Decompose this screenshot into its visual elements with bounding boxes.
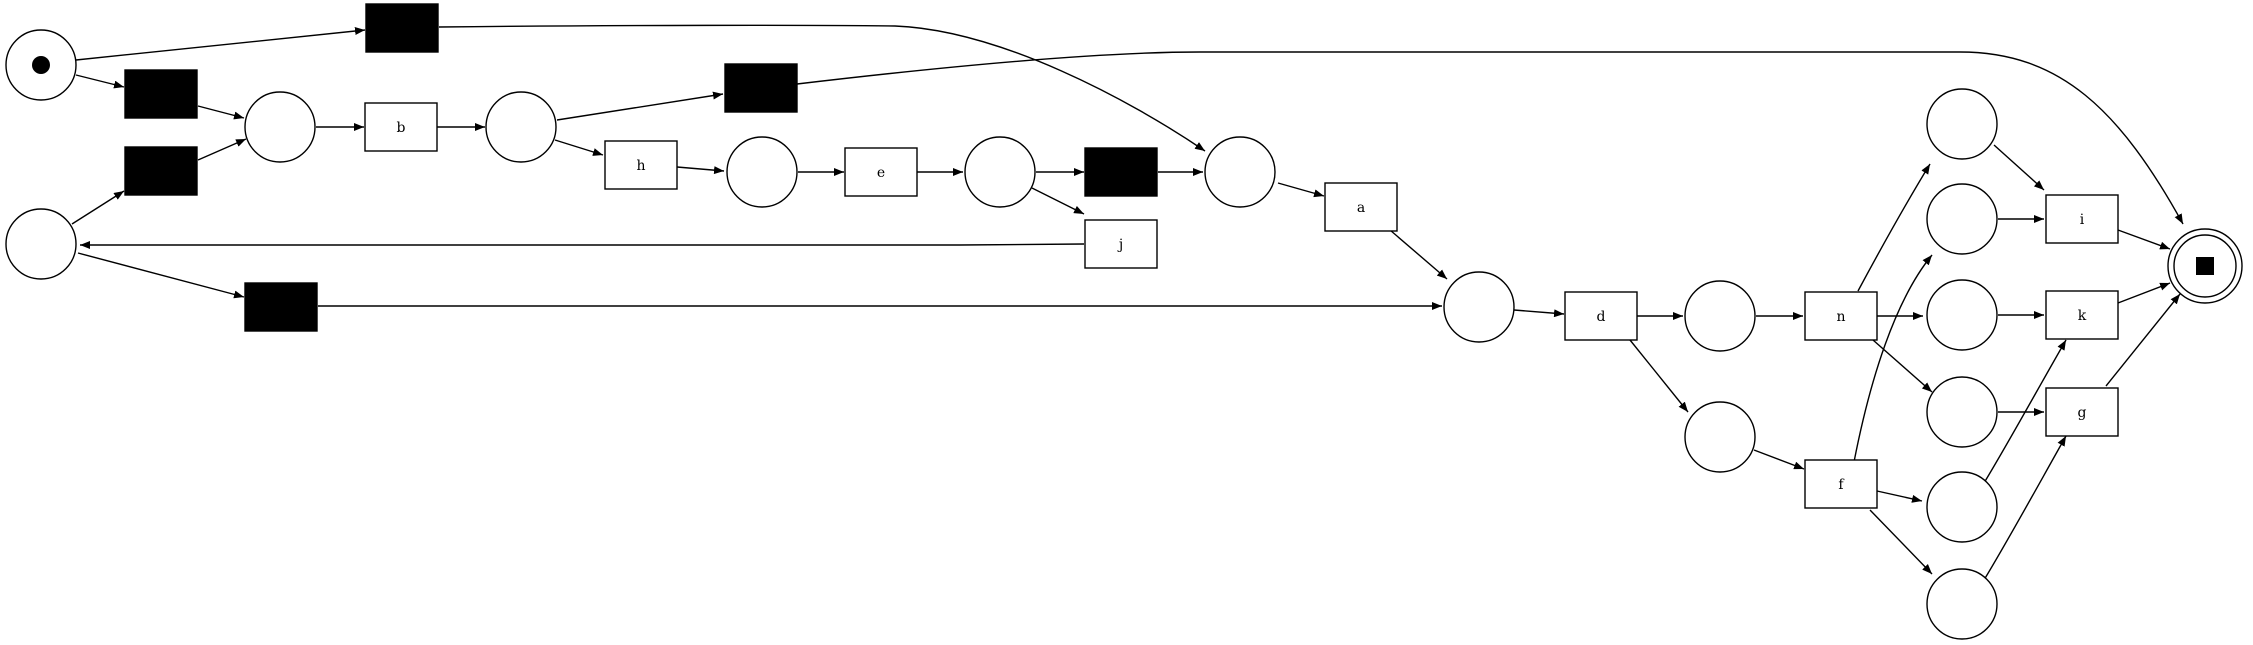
transition-f: f — [1804, 459, 1878, 509]
transition-e: e — [844, 147, 918, 197]
transition-a: a — [1324, 182, 1398, 232]
edge-n-p14 — [1872, 339, 1933, 393]
edge-p11-i — [1993, 144, 2045, 191]
transition-label-a: a — [1357, 200, 1365, 216]
silent-transition-t6 — [1084, 147, 1158, 197]
edge-f-p12 — [1853, 254, 1933, 463]
end-token — [2196, 257, 2214, 275]
transition-j: j — [1084, 219, 1158, 269]
edge-f-p15 — [1876, 490, 1923, 503]
start-place — [5, 29, 77, 101]
edge-k-final — [2117, 282, 2171, 304]
transition-g: g — [2045, 387, 2119, 437]
transition-label-e: e — [877, 165, 885, 181]
edge-t3-p1 — [197, 138, 247, 161]
place-p13 — [1926, 279, 1998, 351]
edge-d-p8 — [1629, 339, 1689, 413]
silent-transition-t3 — [124, 146, 198, 196]
silent-transition-t5 — [724, 63, 798, 113]
transition-label-n: n — [1836, 309, 1845, 325]
place-p10 — [1204, 136, 1276, 208]
transition-label-k: k — [2078, 308, 2087, 324]
place-p5 — [5, 208, 77, 280]
edge-p2-t5 — [556, 91, 724, 121]
place-p11 — [1926, 88, 1998, 160]
edge-p10-a — [1277, 182, 1325, 198]
edge-a-p6 — [1389, 229, 1448, 280]
edge-g-final — [2105, 293, 2181, 387]
edge-p2-h — [554, 139, 604, 156]
edge-p16-g — [1983, 435, 2067, 581]
transition-label-g: g — [2078, 405, 2087, 421]
place-p1 — [244, 91, 316, 163]
labeled-transitions: b h e j a d n f — [364, 102, 2119, 509]
edge-t5-final — [796, 51, 2184, 225]
place-p2 — [485, 91, 557, 163]
edge-h-p3 — [676, 166, 725, 175]
place-p3 — [726, 136, 798, 208]
edge-f-p16 — [1869, 509, 1933, 575]
transition-label-j: j — [1117, 237, 1123, 253]
transition-k: k — [2045, 290, 2119, 340]
edge-p8-f — [1753, 449, 1805, 470]
transition-label-d: d — [1597, 309, 1606, 325]
edge-p15-k — [1983, 339, 2067, 484]
places — [5, 29, 2243, 640]
place-p7 — [1684, 280, 1756, 352]
transition-h: h — [604, 140, 678, 190]
silent-transition-t1 — [365, 3, 439, 53]
token — [32, 56, 50, 74]
edge-t1-p10 — [438, 24, 1206, 152]
transition-label-b: b — [397, 120, 406, 136]
edge-t2-p1 — [197, 105, 245, 120]
place-p16 — [1926, 568, 1998, 640]
transition-d: d — [1564, 291, 1638, 341]
place-p15 — [1926, 471, 1998, 543]
place-p12 — [1926, 183, 1998, 255]
edge-start-t2 — [75, 74, 125, 89]
silent-transition-t4 — [244, 282, 318, 332]
edge-n-p11 — [1857, 163, 1931, 292]
silent-transition-t2 — [124, 69, 198, 119]
transition-label-f: f — [1838, 477, 1845, 493]
edge-i-final — [2117, 229, 2171, 250]
place-p8 — [1684, 401, 1756, 473]
transition-i: i — [2045, 194, 2119, 244]
edge-j-p5 — [80, 241, 1085, 249]
edge-p5-t3 — [71, 190, 125, 225]
edge-p5-t4 — [77, 252, 245, 299]
transition-label-i: i — [2080, 212, 2085, 228]
edge-p4-j — [1031, 187, 1085, 215]
place-p4 — [964, 136, 1036, 208]
place-p14 — [1926, 376, 1998, 448]
edge-start-t1 — [75, 27, 366, 61]
place-p6 — [1443, 271, 1515, 343]
edge-p6-d — [1513, 309, 1565, 318]
silent-transitions — [124, 3, 1158, 332]
transition-label-h: h — [636, 158, 645, 174]
edges — [71, 24, 2184, 581]
end-place — [2167, 228, 2243, 304]
transition-b: b — [364, 102, 438, 152]
transition-n: n — [1804, 291, 1878, 341]
